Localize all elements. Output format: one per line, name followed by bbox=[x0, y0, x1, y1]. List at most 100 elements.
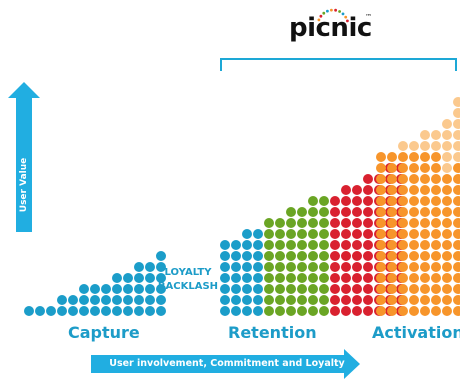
retention-dot bbox=[253, 229, 263, 239]
retention-dot bbox=[341, 240, 351, 250]
retention-dot bbox=[220, 262, 230, 272]
dot-columns bbox=[24, 97, 460, 316]
retention-dot bbox=[363, 262, 373, 272]
retention-dot bbox=[253, 284, 263, 294]
activation-dot bbox=[376, 218, 386, 228]
retention-dot bbox=[264, 218, 274, 228]
retention-dot bbox=[275, 251, 285, 261]
retention-dot bbox=[352, 240, 362, 250]
activation-dot bbox=[442, 174, 452, 184]
retention-dot bbox=[297, 295, 307, 305]
loyalty-backlash-label: LOYALTY BACKLASH bbox=[154, 266, 222, 294]
retention-dot bbox=[308, 295, 318, 305]
activation-dot bbox=[453, 273, 460, 283]
retention-dot bbox=[363, 240, 373, 250]
retention-dot bbox=[220, 240, 230, 250]
retention-dot bbox=[264, 240, 274, 250]
retention-dot bbox=[319, 273, 329, 283]
retention-dot bbox=[352, 262, 362, 272]
activation-dot bbox=[387, 240, 397, 250]
retention-dot bbox=[264, 306, 274, 316]
activation-dot bbox=[398, 240, 408, 250]
retention-dot bbox=[330, 273, 340, 283]
activation-dot bbox=[376, 262, 386, 272]
activation-dot bbox=[387, 196, 397, 206]
activation-dot bbox=[431, 240, 441, 250]
activation-dot bbox=[420, 262, 430, 272]
activation-dot bbox=[453, 306, 460, 316]
retention-dot bbox=[319, 284, 329, 294]
retention-dot bbox=[319, 196, 329, 206]
activation-dot bbox=[431, 262, 441, 272]
activation-dot bbox=[376, 185, 386, 195]
retention-dot bbox=[297, 207, 307, 217]
retention-dot bbox=[330, 284, 340, 294]
retention-dot bbox=[220, 295, 230, 305]
activation-dot bbox=[420, 196, 430, 206]
retention-dot bbox=[275, 218, 285, 228]
retention-dot bbox=[220, 251, 230, 261]
retention-dot bbox=[242, 284, 252, 294]
activation-dot bbox=[376, 163, 386, 173]
retention-dot bbox=[286, 207, 296, 217]
retention-dot bbox=[308, 196, 318, 206]
capture-dot bbox=[156, 251, 166, 261]
logo-trademark: ™ bbox=[365, 13, 372, 21]
activation-dot bbox=[398, 229, 408, 239]
activation-dot bbox=[420, 163, 430, 173]
activation-dot bbox=[431, 229, 441, 239]
retention-dot bbox=[330, 262, 340, 272]
activation-dot bbox=[376, 152, 386, 162]
retention-dot bbox=[330, 295, 340, 305]
capture-dot bbox=[145, 295, 155, 305]
activation-dot bbox=[387, 251, 397, 261]
retention-dot bbox=[308, 251, 318, 261]
retention-dot bbox=[363, 273, 373, 283]
retention-dot bbox=[242, 306, 252, 316]
capture-dot bbox=[68, 295, 78, 305]
activation-dot bbox=[409, 229, 419, 239]
capture-dot bbox=[101, 306, 111, 316]
logo-ring-dot bbox=[322, 11, 326, 15]
retention-dot bbox=[330, 196, 340, 206]
capture-dot bbox=[123, 306, 133, 316]
activation-dot bbox=[431, 251, 441, 261]
activation-dot bbox=[442, 306, 452, 316]
capture-dot bbox=[134, 262, 144, 272]
activation-dot bbox=[431, 141, 441, 151]
retention-dot bbox=[231, 306, 241, 316]
retention-dot bbox=[341, 262, 351, 272]
activation-dot bbox=[398, 273, 408, 283]
retention-dot bbox=[286, 295, 296, 305]
activation-dot bbox=[453, 152, 460, 162]
capture-dot bbox=[90, 284, 100, 294]
activation-dot bbox=[409, 306, 419, 316]
capture-dot bbox=[145, 273, 155, 283]
capture-dot bbox=[134, 284, 144, 294]
retention-dot bbox=[308, 240, 318, 250]
activation-dot bbox=[420, 295, 430, 305]
activation-dot bbox=[387, 152, 397, 162]
retention-dot bbox=[286, 306, 296, 316]
activation-dot bbox=[409, 295, 419, 305]
retention-dot bbox=[297, 284, 307, 294]
activation-dot bbox=[409, 251, 419, 261]
activation-dot bbox=[398, 218, 408, 228]
activation-dot bbox=[420, 207, 430, 217]
retention-dot bbox=[242, 240, 252, 250]
retention-dot bbox=[242, 262, 252, 272]
activation-dot bbox=[409, 196, 419, 206]
activation-dot bbox=[442, 262, 452, 272]
retention-dot bbox=[253, 295, 263, 305]
activation-dot bbox=[420, 240, 430, 250]
retention-dot bbox=[363, 306, 373, 316]
activation-dot bbox=[453, 141, 460, 151]
capture-dot bbox=[134, 306, 144, 316]
logo-wordmark: picnic bbox=[289, 13, 372, 43]
activation-dot bbox=[387, 185, 397, 195]
retention-dot bbox=[264, 251, 274, 261]
retention-dot bbox=[319, 295, 329, 305]
retention-dot bbox=[319, 218, 329, 228]
activation-dot bbox=[453, 262, 460, 272]
activation-dot bbox=[420, 141, 430, 151]
